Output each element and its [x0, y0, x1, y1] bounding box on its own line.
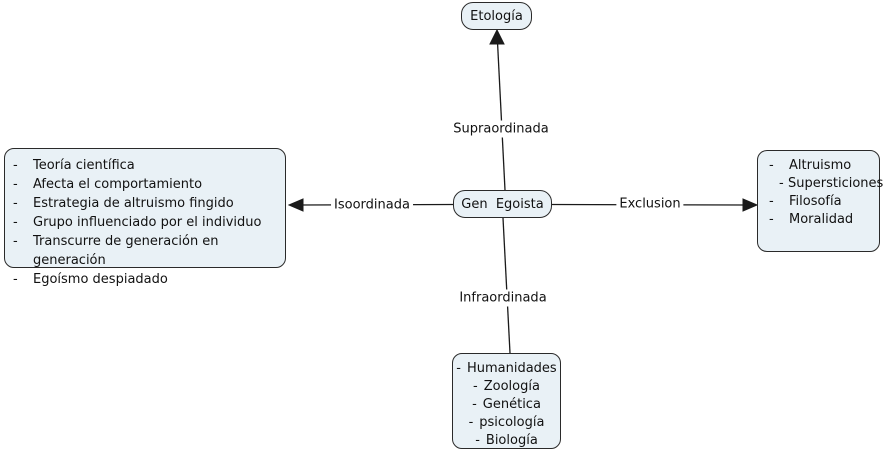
list-item-text: Estrategia de altruismo fingido	[33, 196, 234, 211]
list-item-text: Supersticiones	[788, 176, 884, 191]
node-gen-egoista-label: Gen Egoista	[461, 196, 544, 212]
bullet-dash: -	[13, 234, 18, 249]
list-item-text: Egoísmo despiadado	[33, 272, 168, 287]
list-item: - Supersticiones	[758, 175, 883, 193]
list-item-text: Genética	[482, 397, 541, 412]
list-item: -Biología	[453, 432, 560, 450]
list-item-text: Afecta el comportamiento	[33, 177, 203, 192]
bullet-dash: -	[13, 215, 18, 230]
list-item-text: Humanidades	[466, 361, 557, 376]
arrowhead-left-icon	[287, 198, 304, 212]
list-item: -Zoología	[453, 378, 560, 396]
node-left-list[interactable]: - Teoría científica - Afecta el comporta…	[4, 148, 286, 287]
bullet-dash: -	[468, 415, 474, 430]
bullet-dash: -	[13, 158, 18, 173]
bullet-dash: -	[475, 433, 480, 448]
bullet-dash: -	[13, 272, 18, 287]
bullet-dash: -	[779, 176, 784, 191]
list-item: - Egoísmo despiadado	[5, 270, 285, 289]
bullet-dash: -	[13, 196, 18, 211]
list-item: - Altruismo	[758, 157, 879, 175]
arrowhead-up-icon	[489, 28, 505, 45]
bullet-dash: -	[473, 379, 478, 394]
bullet-dash: -	[769, 212, 774, 227]
bullet-dash: -	[769, 158, 774, 173]
node-etologia[interactable]: Etología	[461, 2, 532, 30]
list-item: - Afecta el comportamiento	[5, 175, 285, 194]
list-item: - Teoría científica	[5, 156, 285, 175]
list-item: - Transcurre de generación en generación	[5, 232, 285, 270]
list-item-text: psicología	[479, 415, 545, 430]
list-item: -psicología	[453, 414, 560, 432]
edge-label-supraordinada[interactable]: Supraordinada	[450, 120, 552, 138]
list-item-text: Moralidad	[789, 212, 854, 227]
node-gen-egoista[interactable]: Gen Egoista	[453, 190, 552, 218]
list-item: - Moralidad	[758, 211, 879, 229]
list-item-text: Teoría científica	[33, 158, 135, 173]
edge-label-infraordinada[interactable]: Infraordinada	[456, 289, 550, 307]
list-item-text: Biología	[485, 433, 538, 448]
list-item: - Estrategia de altruismo fingido	[5, 194, 285, 213]
node-etologia-label: Etología	[470, 8, 523, 24]
list-item: -Humanidades	[453, 360, 560, 378]
bullet-dash: -	[472, 397, 477, 412]
arrowhead-right-icon	[742, 198, 759, 212]
bullet-dash: -	[13, 177, 18, 192]
list-item: - Filosofía	[758, 193, 879, 211]
list-item-text: Zoología	[483, 379, 540, 394]
list-item-text: Filosofía	[789, 194, 842, 209]
bullet-dash: -	[769, 194, 774, 209]
edge-bottom-line	[502, 217, 511, 354]
node-right-list[interactable]: - Altruismo - Supersticiones - Filosofía…	[757, 150, 883, 252]
edge-label-exclusion[interactable]: Exclusion	[616, 195, 684, 213]
list-item-text: Grupo influenciado por el individuo	[33, 215, 262, 230]
bullet-dash: -	[456, 361, 461, 376]
edge-label-isoordinada[interactable]: Isoordinada	[331, 196, 413, 214]
list-item: - Grupo influenciado por el individuo	[5, 213, 285, 232]
list-item-text: Altruismo	[789, 158, 852, 173]
edge-top-line	[496, 41, 506, 191]
node-bottom-list[interactable]: -Humanidades -Zoología -Genética -psicol…	[452, 353, 561, 449]
list-item-text: Transcurre de generación en generación	[33, 234, 219, 268]
list-item: -Genética	[453, 396, 560, 414]
